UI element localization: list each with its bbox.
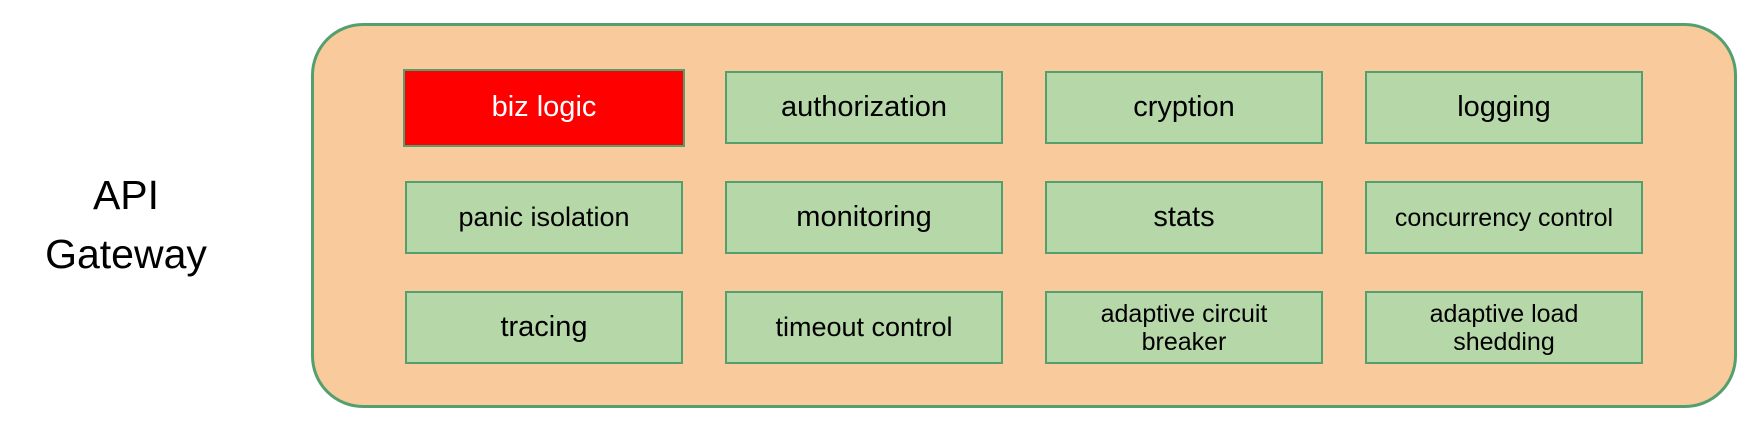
box-label: stats: [1153, 201, 1215, 234]
box-concurrency-control: concurrency control: [1365, 181, 1643, 254]
box-biz-logic: biz logic: [403, 68, 685, 147]
box-label: panic isolation: [458, 202, 630, 233]
box-cryption: cryption: [1045, 71, 1323, 144]
box-tracing: tracing: [405, 291, 683, 364]
box-adaptive-load-shedding: adaptive load shedding: [1365, 291, 1643, 364]
capability-grid: biz logic authorization cryption logging…: [403, 68, 1643, 364]
box-panic-isolation: panic isolation: [405, 181, 683, 254]
box-label: authorization: [780, 91, 948, 124]
api-gateway-title: API Gateway: [45, 172, 207, 278]
box-authorization: authorization: [725, 71, 1003, 144]
box-label: monitoring: [796, 201, 932, 234]
box-label: adaptive circuit breaker: [1100, 299, 1268, 356]
box-stats: stats: [1045, 181, 1323, 254]
api-gateway-container: biz logic authorization cryption logging…: [311, 23, 1737, 408]
box-label: biz logic: [491, 91, 597, 124]
box-timeout-control: timeout control: [725, 291, 1003, 364]
box-label: logging: [1457, 91, 1551, 124]
box-label: adaptive load shedding: [1429, 299, 1579, 356]
box-label: cryption: [1133, 91, 1235, 124]
box-logging: logging: [1365, 71, 1643, 144]
box-adaptive-circuit-breaker: adaptive circuit breaker: [1045, 291, 1323, 364]
box-label: timeout control: [775, 312, 953, 343]
box-label: concurrency control: [1394, 203, 1614, 232]
box-label: tracing: [500, 311, 588, 344]
box-monitoring: monitoring: [725, 181, 1003, 254]
